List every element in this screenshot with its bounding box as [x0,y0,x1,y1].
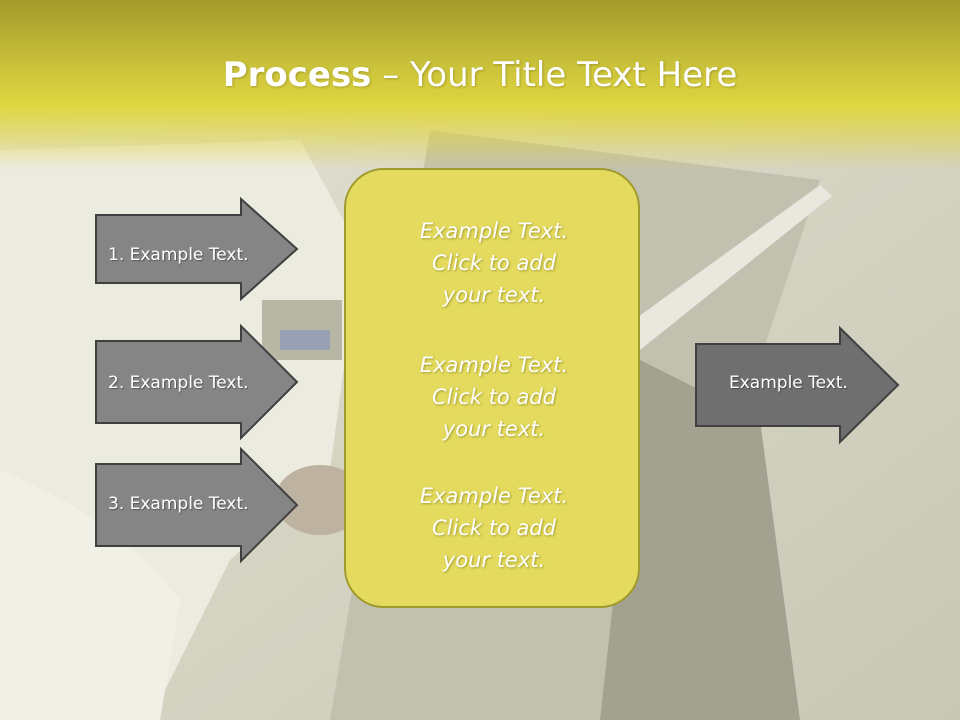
center-text-block-1[interactable]: Example Text. Click to add your text. [346,215,642,311]
center-text-box[interactable]: Example Text. Click to add your text. Ex… [344,168,640,608]
arrow-shape-icon [695,325,900,445]
block-3-line-1: Example Text. [419,484,569,508]
arrow-shape-icon [95,323,299,441]
slide-title[interactable]: Process – Your Title Text Here [0,52,960,98]
left-arrow-3-label: 3. Example Text. [108,494,249,514]
block-2-line-1: Example Text. [419,353,569,377]
block-2-line-3: your text. [442,417,546,441]
block-3-line-2: Click to add [431,516,556,540]
left-arrow-1[interactable]: 1. Example Text. [95,196,299,302]
block-2-line-2: Click to add [431,385,556,409]
center-text-block-2[interactable]: Example Text. Click to add your text. [346,349,642,445]
block-1-line-1: Example Text. [419,219,569,243]
right-arrow[interactable]: Example Text. [695,325,900,445]
arrow-shape-icon [95,446,299,564]
block-1-line-2: Click to add [431,251,556,275]
center-text-block-3[interactable]: Example Text. Click to add your text. [346,480,642,576]
block-3-line-3: your text. [442,548,546,572]
left-arrow-1-label: 1. Example Text. [108,245,249,265]
left-arrow-2[interactable]: 2. Example Text. [95,323,299,441]
title-band [0,0,960,170]
title-rest: – Your Title Text Here [371,55,738,95]
title-bold: Process [222,55,372,95]
block-1-line-3: your text. [442,283,546,307]
left-arrow-2-label: 2. Example Text. [108,373,249,393]
left-arrow-3[interactable]: 3. Example Text. [95,446,299,564]
arrow-shape-icon [95,196,299,302]
right-arrow-label: Example Text. [729,373,848,393]
